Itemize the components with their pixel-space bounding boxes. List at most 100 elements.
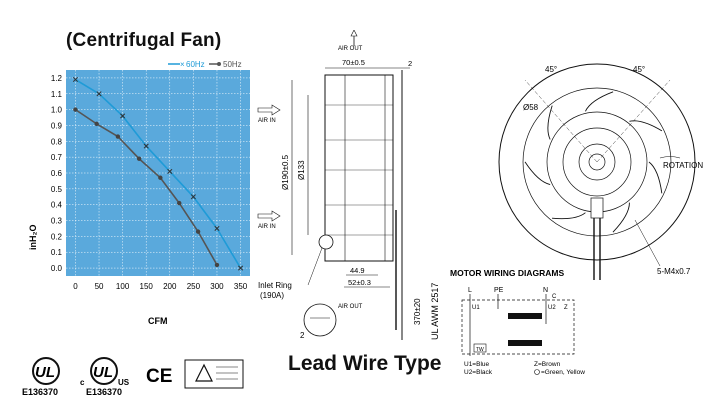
dim-2-bottom: 2 [300,331,305,340]
wire-label-c: C [552,294,557,300]
y-tick-labels: 0.00.10.20.30.40.50.60.70.80.91.01.11.2 [51,74,63,273]
x-tick-label: 300 [210,282,224,291]
dim-lead-length: 370±20 [413,298,422,325]
ground-icon [534,369,540,375]
side-view-drawing: AIR OUT 70±0.5 2 AIR IN AIR IN Ø190±0.5 … [257,30,440,340]
inlet-ring-label: Inlet Ring [258,281,292,290]
inlet-ring-code: (190A) [260,291,284,300]
fan-body-outline [324,74,394,262]
legend-marker-60hz: × [180,60,185,69]
dim-dia-58: Ø58 [523,103,539,112]
legend-u1: U1=Blue [464,361,489,368]
data-series [72,76,244,271]
certification-logos: UL E136370 c UL US E136370 CE [22,357,244,397]
wire-label-l: L [468,287,472,294]
angle-left: 45° [545,65,557,74]
x-tick-label: 200 [163,282,177,291]
tuv-logo [184,359,244,389]
chart-legend: × 60Hz 50Hz [168,60,242,69]
data-point-60hz [238,265,244,271]
data-point-60hz [190,194,196,200]
plot-grid [66,70,250,276]
y-tick-label: 1.2 [51,74,63,83]
series-line-50hz [74,108,218,266]
legend-z: Z=Brown [534,361,561,368]
data-point-50hz [214,262,220,268]
y-tick-label: 0.1 [51,248,63,257]
air-in-arrow-top [257,104,281,116]
data-point-50hz [158,175,163,180]
y-tick-label: 0.3 [51,217,63,226]
ce-logo: CE [146,366,172,387]
data-point-50hz [94,121,99,127]
lead-wire-type-heading: Lead Wire Type [288,352,442,375]
screw-spec: 5-M4x0.7 [657,267,691,276]
y-tick-label: 1.1 [51,90,63,99]
data-point-50hz [136,156,142,161]
y-tick-label: 0.4 [51,201,63,210]
legend-pe: =Green, Yellow [541,369,585,376]
air-out-label-bottom: AIR OUT [338,304,363,310]
wire-label-n: N [543,287,548,294]
dim-dia-outer: Ø190±0.5 [281,154,290,190]
air-out-label-top: AIR OUT [338,46,363,52]
legend-label-50hz: 50Hz [223,60,242,69]
ul-logo: UL [32,357,60,385]
data-point-60hz [96,91,102,97]
wiring-title: MOTOR WIRING DIAGRAMS [450,268,564,278]
terminal-u1: U1 [472,305,480,311]
data-point-60hz [167,168,173,174]
impeller-blade [524,161,551,186]
legend-u2: U2=Black [464,369,493,376]
x-tick-label: 0 [73,282,78,291]
cable-exit [590,197,604,219]
winding-aux [508,340,542,346]
y-tick-label: 0.5 [51,185,63,194]
wiring-diagram: MOTOR WIRING DIAGRAMS L PE N C U1 U2 Z T… [450,268,585,376]
terminal-z: Z [564,305,568,311]
detail-bubble [303,303,337,337]
x-tick-label: 100 [116,282,130,291]
y-tick-label: 0.0 [51,264,63,273]
data-point-50hz [195,229,201,234]
impeller-blade [629,120,663,132]
winding-main [508,313,542,319]
series-line-60hz [75,78,242,269]
dim-gap: 2 [408,59,412,68]
dim-width: 70±0.5 [342,58,365,67]
data-point-60hz [143,143,149,149]
thermal-switch [473,343,487,353]
y-axis-label: inH₂O [28,225,38,251]
data-point-50hz [115,134,121,139]
svg-text:c: c [80,378,85,387]
front-view-drawing: 45° 45° Ø58 ROTATION 5-M4x0.7 [498,63,703,280]
terminal-tw: TW [476,347,484,353]
y-tick-label: 0.8 [51,137,63,146]
data-point-60hz [120,113,126,119]
data-point-50hz [73,107,78,112]
page-title: (Centrifugal Fan) [66,30,222,51]
rotation-label: ROTATION [663,161,703,170]
y-tick-label: 0.6 [51,169,63,178]
y-tick-label: 0.9 [51,121,63,130]
performance-chart: 0.00.10.20.30.40.50.60.70.80.91.01.11.2 … [28,60,250,326]
air-in-label-top: AIR IN [258,118,276,124]
y-tick-label: 1.0 [51,106,63,115]
data-point-60hz [214,225,220,232]
terminal-u2: U2 [548,305,556,311]
air-in-arrow-bottom [257,210,281,222]
dim-44-9: 44.9 [350,266,365,275]
x-tick-label: 150 [140,282,154,291]
culus-logo: c UL US [80,357,130,387]
x-tick-label: 250 [187,282,201,291]
dim-52: 52±0.3 [348,278,371,287]
impeller-blade [547,105,553,140]
wire-label-pe: PE [494,287,504,294]
svg-text:UL: UL [93,364,113,381]
culus-code: E136370 [86,387,122,397]
x-tick-label: 50 [95,282,104,291]
legend-marker-50hz [217,62,221,66]
motor-hub [562,127,632,197]
impeller-blade [585,91,614,112]
